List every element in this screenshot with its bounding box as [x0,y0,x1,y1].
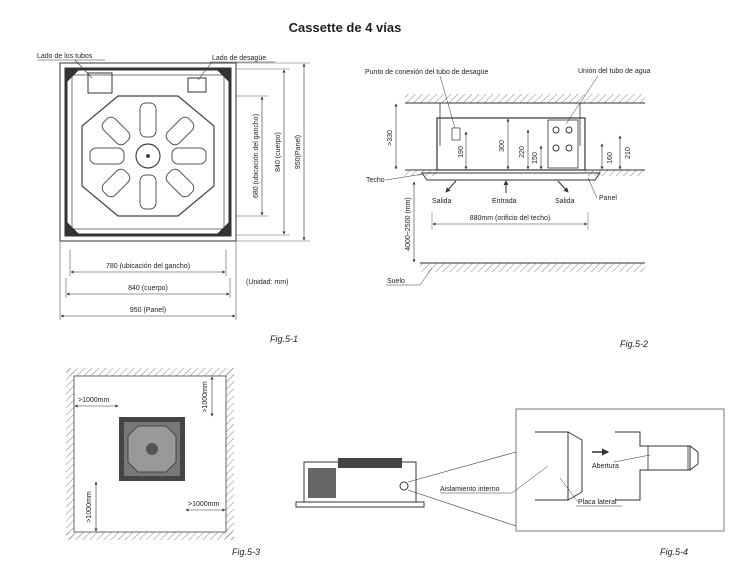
dim-300: 300 [499,140,506,152]
fig-5-4: Abertura Aislamiento interno Placa later… [295,408,725,557]
panel-outline [59,62,237,242]
dim-height: 4000~2500 (mm) [405,197,412,251]
drain-connection-label: Punto de conexión del tubo de desagüe [365,69,488,76]
outlet-right-label: Salida [555,198,575,205]
outlet-left-label: Salida [432,198,452,205]
corner-hook [66,221,80,235]
water-union-label: Unión del tubo de agua [578,68,650,75]
wall-bottom [66,532,234,540]
ceiling-label: Techo [366,177,385,184]
dim-gt330: >330 [387,130,394,146]
clearance-right: >1000mm [188,501,219,508]
outlet-left-arrow [445,180,457,193]
dim-hook-vertical: 680 (ubicación del gancho) [253,114,260,198]
dim-150: 150 [532,152,539,164]
fig-5-3: >1000mm >1000mm >1000mm >1000mm Fig.5-3 [66,368,260,557]
indoor-unit-body [436,117,586,171]
fig-5-1-caption: Fig.5-1 [270,334,298,344]
detail-box [515,408,725,532]
dim-body-vertical: 840 (cuerpo) [275,132,282,172]
floor-slab [420,263,645,272]
drain-side-label: Lado de desagüe [212,55,266,62]
wall-top [66,368,234,376]
corner-hook [216,221,230,235]
fig-5-4-caption: Fig.5-4 [660,547,688,557]
insulation-label: Aislamiento interno [440,486,500,493]
clearance-bottom: >1000mm [86,491,93,522]
fig-5-2: Punto de conexión del tubo de desagüe Un… [365,68,650,349]
fig-5-3-caption: Fig.5-3 [232,547,260,557]
clearance-top: >1000mm [202,381,209,412]
page-title: Cassette de 4 vías [289,20,402,35]
corner-hook [216,69,230,83]
upper-slab [405,94,645,103]
fan-blades [89,102,207,210]
pipe-side-label: Lado de los tubos [37,53,93,60]
fan-housing [81,95,215,217]
ceiling-left [405,170,437,176]
floor-label: Suelo [387,278,405,285]
pipe-connection [87,72,113,94]
dim-hook-horizontal: 780 (ubicación del gancho) [106,263,190,270]
wall-right [226,368,234,540]
dim-220: 220 [519,146,526,158]
dim-190: 190 [458,146,465,158]
fig-5-1: Lado de los tubos Lado de desagüe 780 (u… [37,53,310,344]
outlet-right-arrow [557,180,569,193]
dim-160: 160 [607,152,614,164]
drain-pipe-connection [451,127,461,141]
fan-hub [135,143,161,169]
dim-ceiling-hole: 880mm (orificio del techo) [470,215,551,222]
side-plate-label: Placa lateral [578,499,617,506]
corner-hook [66,69,80,83]
drain-connection [187,77,207,93]
dim-210: 210 [625,147,632,159]
inlet-label: Entrada [492,198,517,205]
panel [421,172,601,181]
dim-panel-horizontal: 950 (Panel) [130,307,166,314]
opening-label: Abertura [592,463,619,470]
body-frame [64,67,232,237]
clearance-left: >1000mm [78,397,109,404]
ceiling-right [585,170,645,176]
fig-5-2-caption: Fig.5-2 [620,339,648,349]
unit-note: (Unidad: mm) [246,279,288,286]
dim-body-horizontal: 840 (cuerpo) [128,285,168,292]
dim-panel-vertical: 950(Panel) [295,135,302,169]
water-pipe-block [547,119,579,169]
panel-label: Panel [599,195,617,202]
wall-left [66,368,74,540]
